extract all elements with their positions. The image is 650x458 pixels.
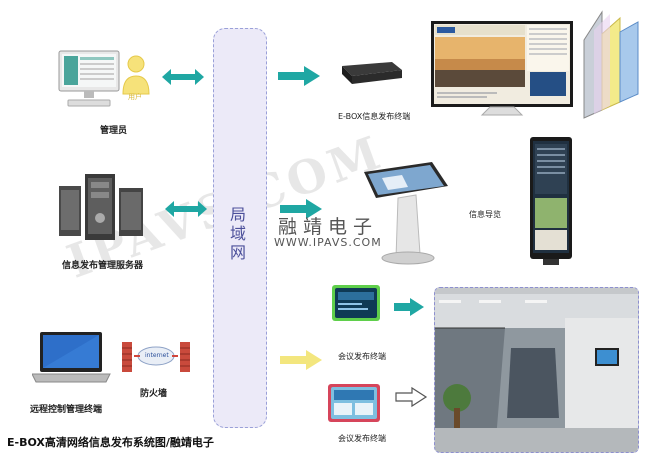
office-scene-icon [435, 288, 638, 452]
digital-signage-screen-icon [431, 21, 573, 116]
meeting-bottom-label: 会议发布终端 [338, 434, 386, 443]
double-arrow-server-icon [165, 201, 207, 217]
arrow-to-ebox-icon [278, 66, 320, 86]
arrow-to-office-icon [394, 298, 424, 316]
server-label: 信息发布管理服务器 [62, 261, 144, 271]
meeting-panel-bottom-icon [328, 384, 380, 422]
lan-char-1: 局 [229, 205, 246, 224]
video-wall-panels-icon [583, 10, 639, 119]
footer-title: E-BOX高清网络信息发布系统图/融靖电子 [7, 436, 214, 449]
meeting-panel-top-icon [332, 285, 380, 321]
firewall-icon [122, 342, 190, 372]
ebox-label: E-BOX信息发布终端 [338, 112, 411, 121]
lan-column [213, 28, 267, 428]
internet-label: internet [145, 352, 169, 359]
lan-char-2: 域 [229, 224, 246, 243]
lan-label: 局 域 网 [226, 205, 250, 262]
firewall-label: 防火墙 [140, 389, 168, 399]
user-person-icon [122, 55, 150, 95]
arrow-outline-icon [395, 386, 428, 408]
admin-label: 管理员 [100, 126, 128, 136]
user-label: 用户 [128, 93, 142, 101]
double-arrow-admin-icon [162, 69, 204, 85]
guide-label: 信息导览 [469, 210, 501, 219]
remote-label: 远程控制管理终端 [30, 405, 103, 415]
watermark-cn: 融靖电子 [278, 216, 379, 238]
touch-kiosk-icon [364, 162, 448, 265]
server-rack-icon [59, 174, 143, 240]
watermark-url: WWW.IPAVS.COM [274, 236, 382, 249]
lan-char-3: 网 [229, 243, 246, 262]
ebox-player-icon [342, 62, 402, 84]
vertical-totem-icon [530, 137, 572, 265]
office-installation-photo [434, 287, 639, 453]
arrow-to-meeting-icon [280, 350, 322, 370]
remote-laptop-icon [32, 332, 111, 383]
meeting-top-label: 会议发布终端 [338, 352, 386, 361]
admin-monitor-icon [58, 50, 120, 107]
arrow-to-kiosk-icon [280, 199, 322, 219]
